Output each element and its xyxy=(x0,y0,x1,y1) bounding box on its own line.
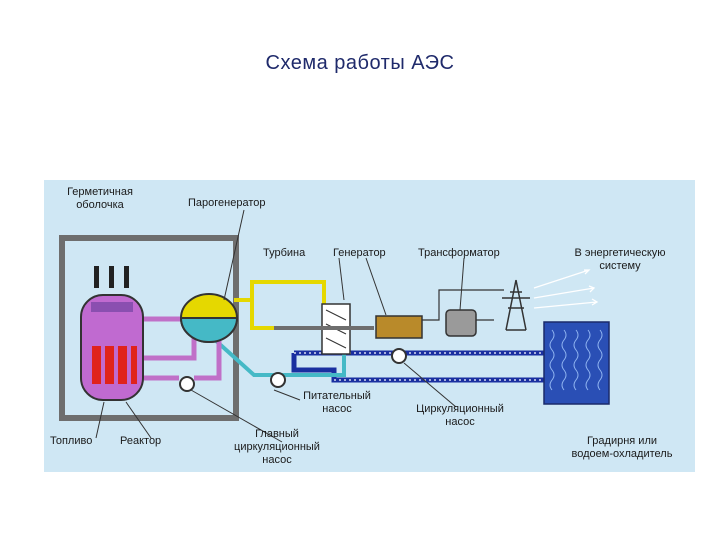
label-feed-pump-line1: Питательный xyxy=(303,390,371,402)
label-circulation-pump: Циркуляционный насос xyxy=(405,403,515,429)
steam-line xyxy=(234,280,326,330)
feed-pump xyxy=(270,372,286,388)
label-cooling: Градирня или водоем-охладитель xyxy=(560,435,684,461)
label-main-pump: Главный циркуляционный насос xyxy=(222,428,332,467)
label-reactor: Реактор xyxy=(120,435,162,447)
circulation-pump xyxy=(391,348,407,364)
label-main-pump-line1: Главный xyxy=(255,428,299,440)
label-turbine: Турбина xyxy=(263,247,306,259)
steam-generator xyxy=(179,293,239,343)
transmission-tower xyxy=(502,279,530,331)
label-cooling-line1: Градирня или xyxy=(586,435,658,447)
label-main-pump-line3: насос xyxy=(262,454,292,466)
label-containment-line2: оболочка xyxy=(76,199,124,211)
label-grid-line1: В энергетическую xyxy=(574,247,666,259)
power-lines xyxy=(422,289,504,321)
main-circulation-pump xyxy=(179,376,195,392)
label-feed-pump-line2: насос xyxy=(322,403,352,415)
transformer xyxy=(445,309,477,337)
label-cooling-line2: водоем-охладитель xyxy=(571,448,673,460)
label-main-pump-line2: циркуляционный xyxy=(234,441,320,453)
label-feed-pump: Питательный насос xyxy=(292,390,382,416)
label-grid: В энергетическую систему xyxy=(566,247,674,273)
grid-arrows xyxy=(533,269,599,309)
label-circulation-pump-line2: насос xyxy=(445,416,475,428)
page-title: Схема работы АЭС xyxy=(265,52,455,74)
cooling-tower xyxy=(543,321,610,405)
cooling-loop-dots xyxy=(294,352,554,381)
leader-lines xyxy=(95,209,465,443)
reactor xyxy=(80,266,144,401)
label-fuel: Топливо xyxy=(50,435,93,447)
label-containment-line1: Герметичная xyxy=(67,186,133,198)
generator xyxy=(375,315,423,339)
label-grid-line2: систему xyxy=(599,260,641,272)
label-circulation-pump-line1: Циркуляционный xyxy=(416,403,504,415)
label-transformer: Трансформатор xyxy=(418,247,500,259)
label-containment: Герметичная оболочка xyxy=(60,186,140,212)
npp-schematic xyxy=(59,209,610,443)
shaft xyxy=(274,326,374,330)
label-generator: Генератор xyxy=(333,247,386,259)
label-steam-generator: Парогенератор xyxy=(188,197,266,209)
containment-shell xyxy=(59,235,239,421)
